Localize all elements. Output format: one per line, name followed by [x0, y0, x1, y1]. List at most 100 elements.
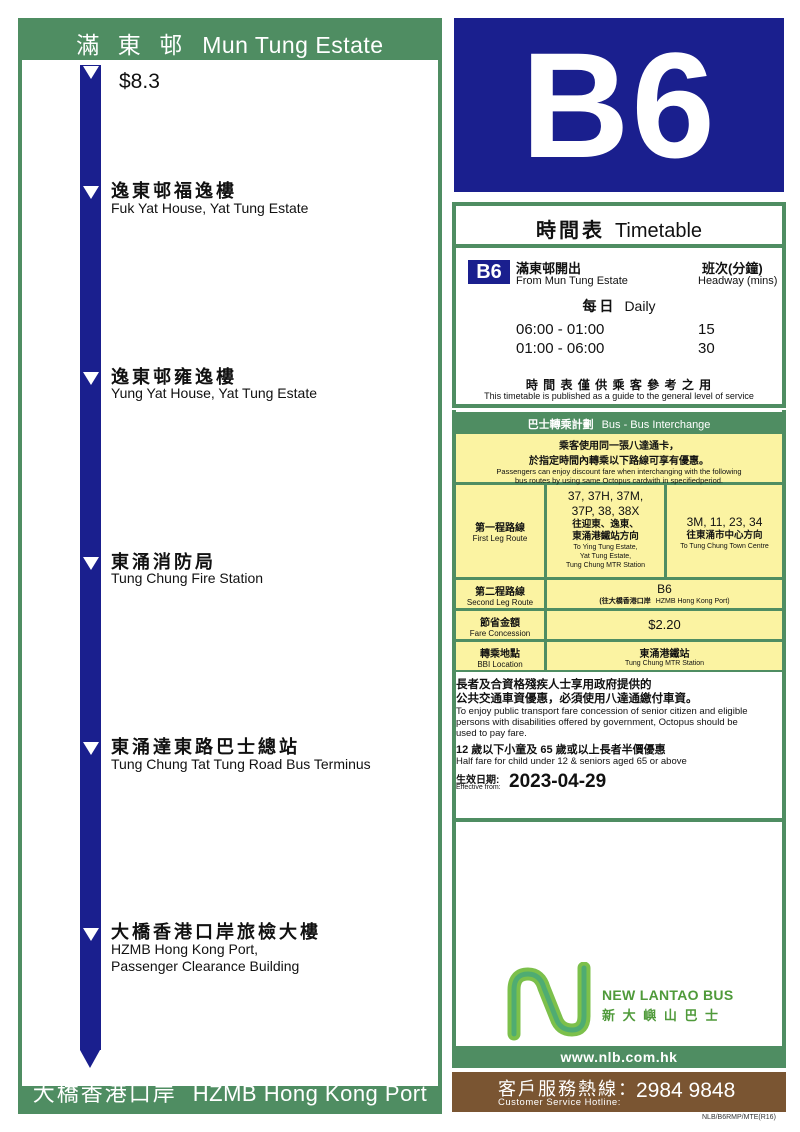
direction-en: Tung Chung MTR Station — [565, 562, 646, 569]
website-bar: www.nlb.com.hk — [452, 1046, 786, 1068]
brand-name-en: NEW LANTAO BUS — [602, 987, 734, 1003]
service-day: 每日 Daily — [456, 296, 782, 316]
brand-frame — [452, 820, 786, 1046]
first-leg-routes-b: 3M, 11, 23, 34 往東涌市中心方向 To Tung Chung To… — [667, 485, 782, 577]
bbi-location-en: Tung Chung MTR Station — [624, 660, 705, 667]
stop-marker-icon — [82, 186, 99, 199]
second-leg-direction-zh: (往大橋香港口岸 — [599, 598, 651, 605]
fare-concession-amount: $2.20 — [648, 617, 681, 632]
concession-note-zh: 長者及合資格殘疾人士享用政府提供的 — [456, 679, 652, 691]
bbi-location-label: 轉乘地點 BBI Location — [456, 642, 544, 670]
service-day-en: Daily — [624, 298, 656, 314]
stop-name-zh: 東涌達東路巴士總站 — [111, 737, 300, 757]
direction-zh: 往迎東、逸東、 — [572, 519, 639, 530]
bbi-location-value: 東涌港鐵站 Tung Chung MTR Station — [547, 642, 782, 670]
origin-name-en: Mun Tung Estate — [202, 32, 384, 58]
effective-date: 2023-04-29 — [509, 771, 607, 792]
headway-header-zh: 班次(分鐘) — [702, 261, 763, 276]
fare-concession-value: $2.20 — [547, 611, 782, 639]
first-leg-label-en: First Leg Route — [472, 534, 528, 543]
route-list: 37, 37H, 37M, — [567, 489, 644, 503]
concession-note-en: persons with disabilities offered by gov… — [456, 717, 738, 728]
headway-value: 15 — [698, 321, 715, 338]
destination-name-en: HZMB Hong Kong Port — [192, 1081, 428, 1106]
direction-arrow-icon — [82, 66, 99, 79]
timetable-title-en: Timetable — [614, 220, 703, 242]
stop-name-en: Fuk Yat House, Yat Tung Estate — [111, 200, 309, 216]
half-fare-note-en: Half fare for child under 12 & seniors a… — [456, 756, 687, 767]
destination-banner: 大橋香港口岸 HZMB Hong Kong Port — [18, 1076, 442, 1108]
period: 06:00 - 01:00 — [516, 321, 605, 338]
timetable-disclaimer-en: This timetable is published as a guide t… — [484, 391, 754, 401]
departure-from-en: From Mun Tung Estate — [516, 275, 628, 287]
hotline-label-zh: 客戶服務熱線： — [498, 1079, 638, 1099]
bbi-location-zh: 東涌港鐵站 — [639, 649, 690, 660]
departure-from-zh: 滿東邨開出 — [516, 261, 582, 276]
direction-en: To Tung Chung Town Centre — [680, 543, 769, 550]
period: 01:00 - 06:00 — [516, 340, 605, 357]
second-leg-label-zh: 第二程路線 — [475, 587, 525, 598]
effective-label-en: Effective from: — [456, 784, 501, 791]
second-leg-direction: (往大橋香港口岸 HZMB Hong Kong Port) — [547, 596, 782, 606]
stop-name-zh: 東涌消防局 — [111, 552, 216, 572]
second-leg-label: 第二程路線 Second Leg Route — [456, 580, 544, 608]
timetable-panel: 時間表 Timetable B6 滿東邨開出 From Mun Tung Esta… — [452, 202, 786, 408]
origin-banner: 滿 東 邨 Mun Tung Estate — [18, 26, 442, 60]
second-leg-route: B6 — [657, 582, 672, 596]
timetable-title-zh: 時間表 — [535, 220, 605, 242]
stop-name-en: HZMB Hong Kong Port, — [111, 941, 259, 957]
timetable-title: 時間表 Timetable — [456, 214, 782, 243]
bbi-location-label-en: BBI Location — [477, 660, 523, 669]
stop-marker-icon — [82, 928, 99, 941]
headway-value: 30 — [698, 340, 715, 357]
direction-en: To Ying Tung Estate, — [573, 544, 638, 551]
stop-marker-icon — [82, 742, 99, 755]
stop-name-zh: 逸東邨雍逸樓 — [111, 367, 237, 387]
second-leg-label-en: Second Leg Route — [466, 598, 534, 607]
notes-frame — [452, 410, 786, 822]
hotline-bar: 客戶服務熱線： Customer Service Hotline: 2984 9… — [452, 1072, 786, 1112]
fare-concession-label: 節省金額 Fare Concession — [456, 611, 544, 639]
direction-zh: 東涌港鐵站方向 — [572, 531, 639, 542]
direction-en: Yat Tung Estate, — [579, 553, 632, 560]
interchange-header-zh: 巴士轉乘計劃 — [527, 419, 594, 431]
effective-label-zh: 生效日期: — [456, 775, 500, 786]
route-number-panel: B6 — [454, 18, 784, 192]
stop-marker-icon — [82, 372, 99, 385]
fare-concession-label-zh: 節省金額 — [480, 618, 520, 629]
headway-header-en: Headway (mins) — [698, 275, 778, 287]
intro-zh: 於指定時間內轉乘以下路線可享有優惠。 — [529, 456, 709, 467]
route-list: 37P, 38, 38X — [571, 504, 640, 518]
brand-name-zh: 新 大 嶼 山 巴 士 — [602, 1008, 721, 1023]
interchange-intro: 乘客使用同一張八達通卡， 於指定時間內轉乘以下路線可享有優惠。 Passenge… — [456, 434, 782, 485]
destination-name-zh: 大橋香港口岸 — [32, 1081, 177, 1106]
service-day-zh: 每日 — [582, 298, 617, 314]
timetable-disclaimer-zh: 時 間 表 僅 供 乘 客 參 考 之 用 — [525, 378, 713, 392]
document-code: NLB/B6RMP/MTE(R16) — [702, 1114, 776, 1121]
route-list: 3M, 11, 23, 34 — [686, 515, 763, 529]
intro-en: Passengers can enjoy discount fare when … — [496, 467, 742, 476]
stop-name-zh: 大橋香港口岸旅檢大樓 — [111, 922, 321, 942]
first-leg-routes-a: 37, 37H, 37M, 37P, 38, 38X 往迎東、逸東、 東涌港鐵站… — [547, 485, 664, 577]
hotline-number[interactable]: 2984 9848 — [636, 1079, 736, 1102]
stop-name-zh: 逸東邨福逸樓 — [111, 181, 237, 201]
intro-en: bus routes by using same Octopus cardwit… — [514, 476, 724, 485]
stop-marker-icon — [82, 557, 99, 570]
route-badge: B6 — [468, 260, 510, 284]
route-line-end-arrow — [80, 1050, 100, 1068]
first-leg-label: 第一程路線 First Leg Route — [456, 485, 544, 577]
stop-name-en: Tung Chung Tat Tung Road Bus Terminus — [111, 756, 371, 772]
website-link[interactable]: www.nlb.com.hk — [560, 1049, 678, 1065]
intro-zh: 乘客使用同一張八達通卡， — [559, 441, 679, 452]
direction-zh: 往東涌市中心方向 — [686, 530, 763, 541]
concession-note-en: used to pay fare. — [456, 728, 527, 739]
origin-name-zh: 滿 東 邨 — [76, 32, 189, 58]
concession-note-en: To enjoy public transport fare concessio… — [456, 706, 748, 717]
fare-amount: $8.3 — [119, 70, 160, 93]
nlb-logo-icon — [507, 962, 591, 1041]
bbi-location-label-zh: 轉乘地點 — [480, 649, 520, 660]
half-fare-note-zh: 12 歲以下小童及 65 歲或以上長者半價優惠 — [456, 744, 666, 756]
second-leg-direction-en: HZMB Hong Kong Port) — [655, 598, 730, 605]
